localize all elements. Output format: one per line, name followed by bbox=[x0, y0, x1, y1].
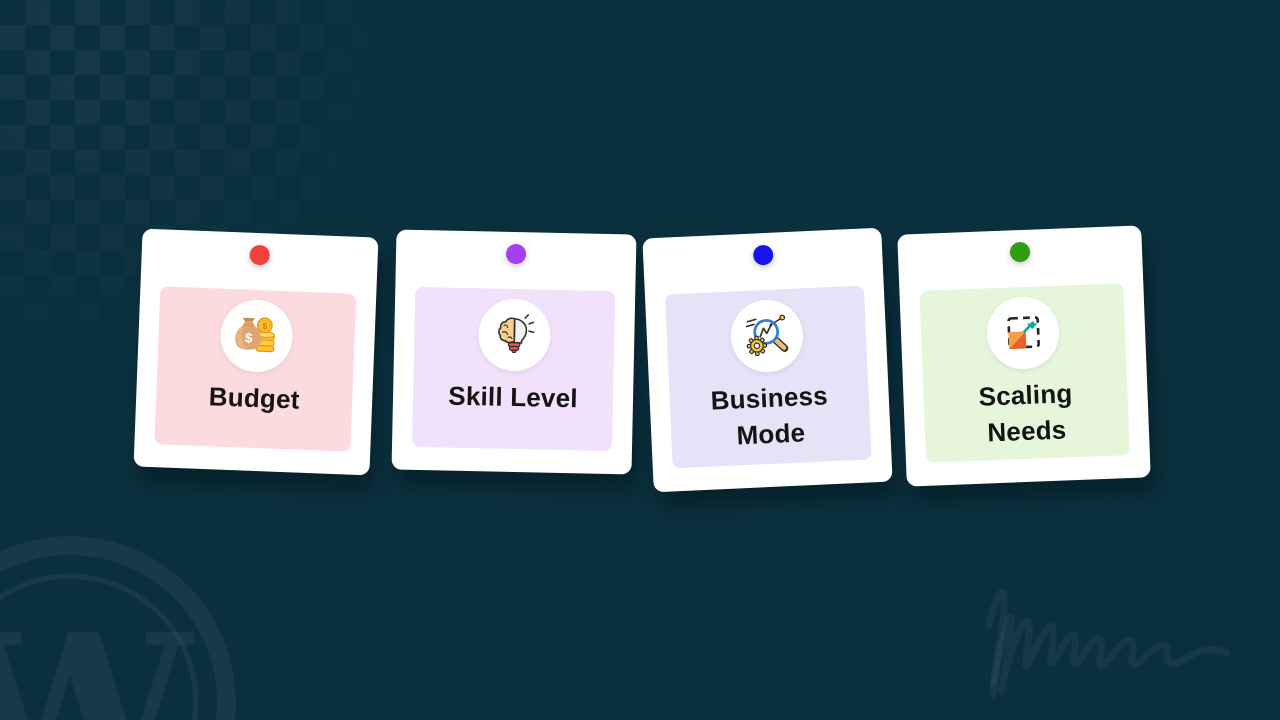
card-scaling-needs: Scaling Needs bbox=[897, 225, 1151, 487]
pin-dot bbox=[1009, 241, 1031, 263]
card-label: Business Mode bbox=[709, 380, 829, 451]
svg-text:$: $ bbox=[245, 330, 254, 345]
pin-dot bbox=[249, 244, 271, 266]
icon-circle bbox=[477, 298, 552, 372]
pin-dot bbox=[505, 243, 527, 265]
pin-dot bbox=[752, 244, 774, 266]
card-label: Scaling Needs bbox=[978, 378, 1073, 448]
card-budget: $ $ Budget bbox=[133, 228, 379, 476]
card-label: Skill Level bbox=[448, 380, 579, 414]
magnifier-chart-gear-icon bbox=[745, 314, 788, 357]
signature-watermark-icon bbox=[985, 588, 1231, 699]
svg-text:W: W bbox=[0, 587, 195, 720]
brain-lightbulb-icon bbox=[498, 314, 535, 353]
svg-text:$: $ bbox=[262, 321, 267, 331]
card-business-mode-panel: Business Mode bbox=[664, 285, 872, 469]
card-skill-level: Skill Level bbox=[391, 229, 637, 475]
icon-circle bbox=[728, 298, 805, 374]
icon-circle: $ $ bbox=[219, 298, 294, 374]
card-label: Budget bbox=[208, 381, 301, 415]
card-scaling-needs-panel: Scaling Needs bbox=[919, 283, 1130, 463]
icon-circle bbox=[985, 295, 1061, 371]
expand-scale-icon bbox=[1007, 316, 1040, 350]
card-skill-level-panel: Skill Level bbox=[411, 286, 616, 452]
wordpress-logo-icon: W bbox=[0, 536, 236, 720]
card-budget-panel: $ $ Budget bbox=[154, 286, 357, 452]
money-bag-coins-icon: $ $ bbox=[235, 317, 275, 353]
card-business-mode: Business Mode bbox=[642, 227, 893, 493]
